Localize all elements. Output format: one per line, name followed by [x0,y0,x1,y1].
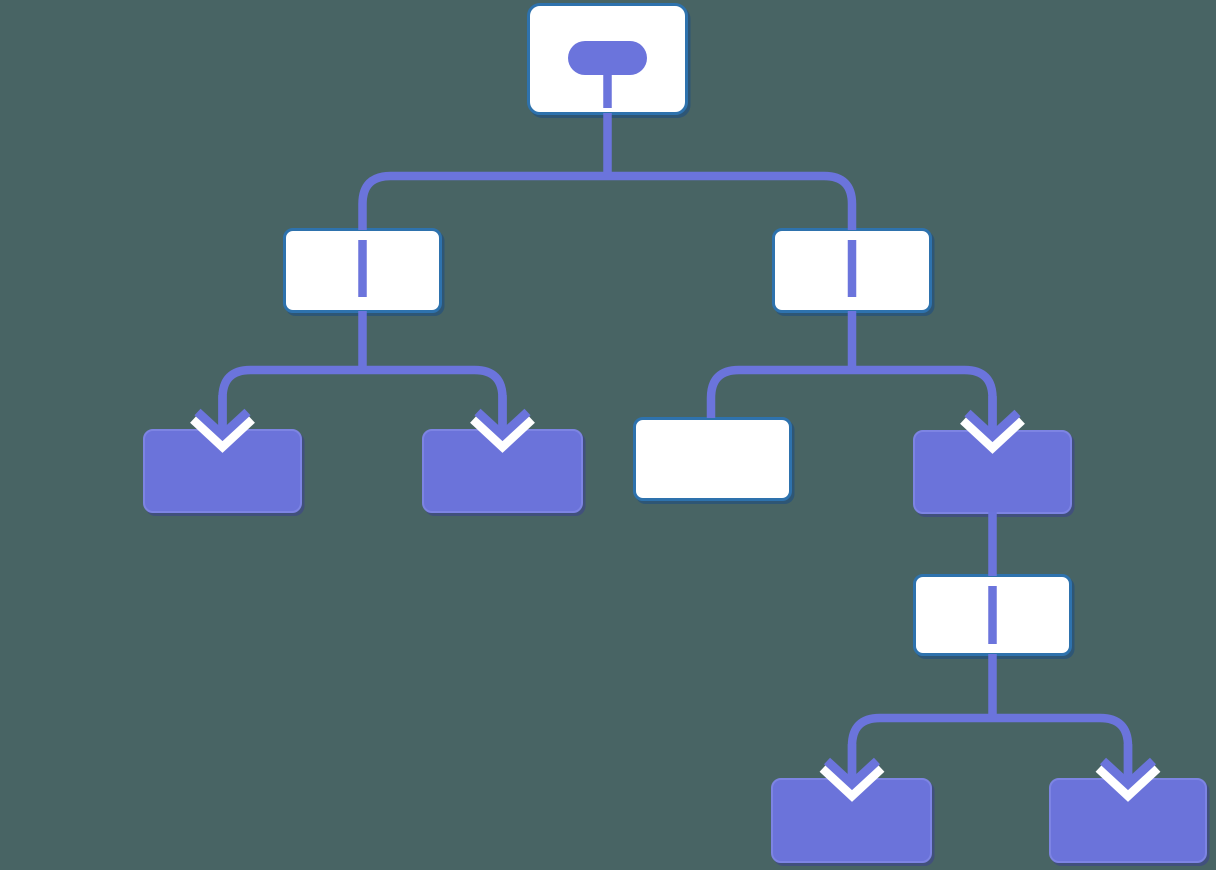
node-child-right-white[interactable] [633,417,792,501]
node-leaf-far-left[interactable] [143,429,302,513]
node-branch-right[interactable] [772,228,932,313]
node-child-right-purple[interactable] [913,430,1072,514]
node-branch-lower[interactable] [913,574,1072,656]
node-leaf-bottom-right[interactable] [1049,778,1207,863]
node-leaf-bottom-left[interactable] [771,778,932,863]
node-leaf-mid-left[interactable] [422,429,583,513]
node-branch-left[interactable] [283,228,442,313]
node-root[interactable] [527,3,688,115]
